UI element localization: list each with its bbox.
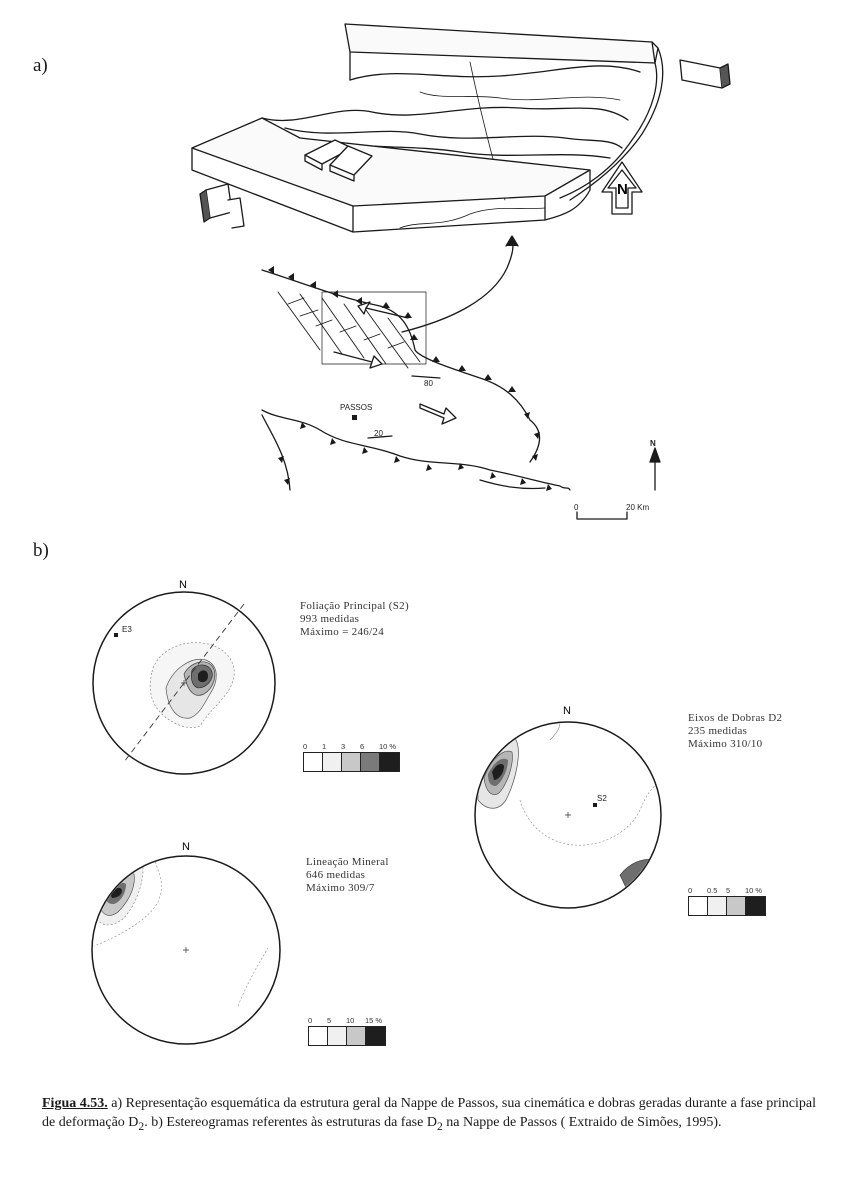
stereonet-fold-axes: N S2 <box>474 705 662 909</box>
caption-text-2: . b) Estereogramas referentes às estrutu… <box>144 1115 437 1130</box>
stereonet-north-label: N <box>182 841 190 853</box>
legend-tick: 10 % <box>745 886 763 895</box>
legend-tick: 6 <box>360 742 365 751</box>
stereonet-title: Foliação Principal (S2) <box>300 600 409 612</box>
legend-tick: 0.5 <box>707 886 718 895</box>
legend-tick: 0 <box>688 886 693 895</box>
stereonet-mineral-lineation-legend: 0 5 10 15 % <box>308 1016 386 1046</box>
legend-scale <box>308 1026 386 1046</box>
stereonet-max: Máximo = 246/24 <box>300 626 385 638</box>
kinematic-arrows <box>333 301 457 425</box>
stereonet-mineral-lineation-info: Lineação Mineral 646 medidas Máximo 309/… <box>306 856 389 895</box>
map-dip-80: 80 <box>424 379 433 388</box>
center-mark <box>181 680 187 686</box>
block-north-label: N <box>617 181 628 198</box>
front-slab <box>191 117 591 233</box>
caption-subscript-1: 2 <box>138 1119 145 1133</box>
thrust-teeth <box>268 266 552 491</box>
legend-tick: 5 <box>327 1016 332 1025</box>
great-circle <box>123 603 245 763</box>
scale-zero-label: 0 <box>574 503 579 512</box>
legend-tick: 3 <box>341 742 346 751</box>
part-b-label: b) <box>33 540 49 561</box>
back-slab <box>344 23 664 201</box>
stereonet-north-label: N <box>179 579 187 591</box>
part-a-label: a) <box>33 55 48 76</box>
stereonet-max: Máximo 310/10 <box>688 738 763 750</box>
stereonet-count: 235 medidas <box>688 725 748 737</box>
point-label: E3 <box>122 625 132 634</box>
map-place-label: PASSOS <box>340 403 372 412</box>
legend-tick: 10 <box>346 1016 355 1025</box>
center-mark <box>565 812 571 818</box>
map-dip-20: 20 <box>374 429 383 438</box>
stereonet-count: 646 medidas <box>306 869 366 881</box>
map-north-label: N <box>650 439 656 448</box>
stereonet-foliation-legend: 0 1 3 6 10 % <box>303 742 400 772</box>
scale-distance-label: 20 Km <box>626 503 649 512</box>
legend-tick: 0 <box>308 1016 313 1025</box>
shear-blocks <box>199 59 731 229</box>
legend-tick: 1 <box>322 742 327 751</box>
point-label: S2 <box>597 794 607 803</box>
thrust-front <box>261 269 571 491</box>
legend-tick: 0 <box>303 742 308 751</box>
stereonet-max: Máximo 309/7 <box>306 882 375 894</box>
passos-marker <box>352 415 357 420</box>
stereonet-count: 993 medidas <box>300 613 360 625</box>
stereonet-fold-axes-info: Eixos de Dobras D2 235 medidas Máximo 31… <box>688 712 782 751</box>
scale-bar <box>576 511 628 520</box>
legend-tick: 5 <box>726 886 731 895</box>
stereonet-foliation: N E3 <box>92 579 276 775</box>
stereonet-mineral-lineation: N <box>91 841 281 1045</box>
stereonet-north-label: N <box>563 705 571 717</box>
density-contours <box>149 642 235 728</box>
legend-scale <box>303 752 400 772</box>
stereonet-foliation-info: Foliação Principal (S2) 993 medidas Máxi… <box>300 600 409 639</box>
legend-tick: 15 % <box>365 1016 383 1025</box>
link-arrow <box>401 237 514 333</box>
caption-subscript-2: 2 <box>436 1119 443 1133</box>
stereonet-title: Eixos de Dobras D2 <box>688 712 783 724</box>
point-marker <box>114 633 118 637</box>
block-north-arrow <box>601 161 643 215</box>
fold-axes <box>277 291 421 369</box>
caption-text-1: a) Representação esquemática da estrutur… <box>42 1096 816 1130</box>
figure-number: Figua 4.53. <box>42 1096 108 1111</box>
caption-text-3: na Nappe de Passos ( Extraido de Simões,… <box>442 1115 722 1130</box>
center-mark <box>183 947 189 953</box>
stereonet-fold-axes-legend: 0 0.5 5 10 % <box>688 886 766 916</box>
figure-a-drawing: N PASSOS 80 20 N 0 20 Km <box>191 23 731 520</box>
figure-caption: Figua 4.53. a) Representação esquemática… <box>42 1094 832 1136</box>
legend-tick: 10 % <box>379 742 397 751</box>
legend-scale <box>688 896 766 916</box>
stereonet-title: Lineação Mineral <box>306 856 389 868</box>
point-marker <box>593 803 597 807</box>
